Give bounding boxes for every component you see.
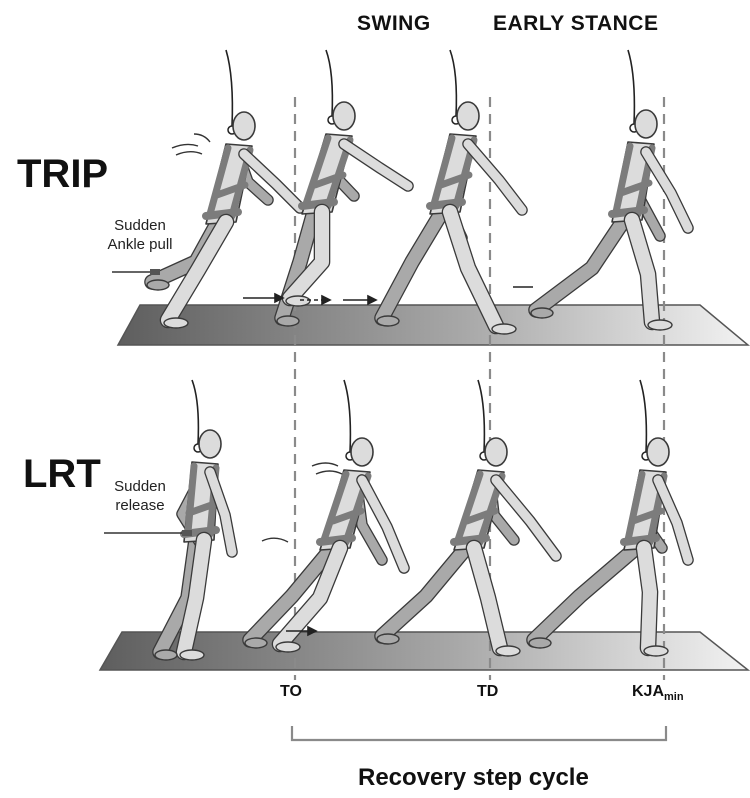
trip-figure-3 — [377, 50, 522, 334]
kja-subscript-text: min — [664, 691, 684, 703]
td-event-label: TD — [477, 683, 498, 701]
trip-figure-1 — [147, 50, 300, 328]
trip-figure-2 — [277, 50, 408, 326]
kja-min-event-label: KJAmin — [632, 683, 684, 703]
lrt-figure-2 — [245, 380, 404, 652]
recovery-cycle-bracket — [292, 726, 666, 740]
lrt-release-cable — [104, 530, 192, 536]
trip-cue-line1: Sudden — [104, 216, 176, 235]
lrt-figure-1 — [155, 380, 232, 660]
recovery-step-cycle-label: Recovery step cycle — [358, 764, 589, 792]
lrt-condition-label: LRT — [23, 452, 101, 497]
lrt-cue-line1: Sudden — [104, 477, 176, 496]
lrt-figure-3 — [377, 380, 556, 656]
swing-phase-label: SWING — [357, 12, 431, 36]
kja-base-text: KJA — [632, 683, 664, 700]
trip-cue-line2: Ankle pull — [104, 235, 176, 254]
lrt-cue-line2: release — [104, 496, 176, 515]
trip-motion-lines — [172, 134, 210, 155]
early-stance-phase-label: EARLY STANCE — [493, 12, 658, 36]
lrt-cue-label: Sudden release — [104, 477, 176, 515]
trip-ankle-cable — [112, 269, 160, 275]
trip-cue-label: Sudden Ankle pull — [104, 216, 176, 254]
trip-condition-label: TRIP — [17, 152, 108, 197]
to-event-label: TO — [280, 683, 302, 701]
